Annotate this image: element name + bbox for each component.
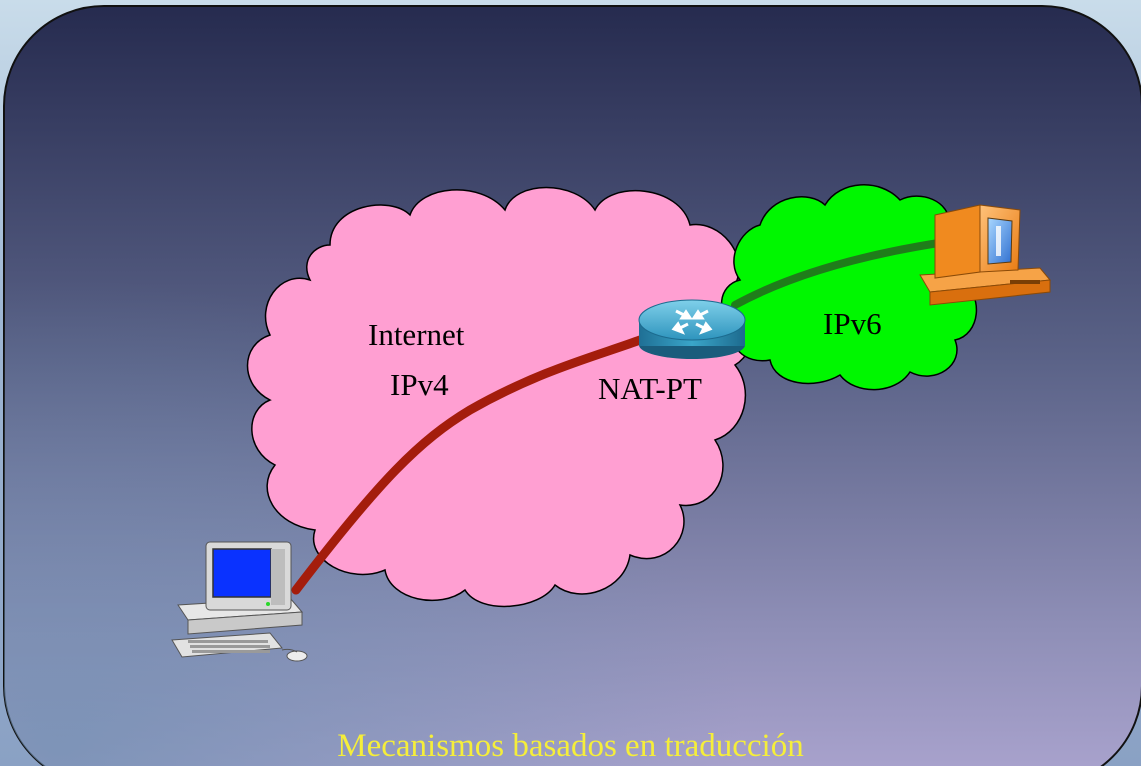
ipv6-cloud-label: IPv6	[823, 306, 882, 341]
ipv4-cloud-label-line2: IPv4	[390, 367, 449, 402]
ipv6-host-computer-icon	[919, 204, 1051, 306]
ipv4-link	[291, 335, 645, 595]
router-label: NAT-PT	[598, 371, 702, 406]
footer-title: Mecanismos basados en traducción	[337, 728, 804, 764]
ipv4-cloud-label-line1: Internet	[368, 317, 465, 352]
router-icon	[638, 299, 746, 359]
ipv4-host-computer-icon	[171, 541, 308, 662]
ipv6-link	[731, 238, 949, 309]
